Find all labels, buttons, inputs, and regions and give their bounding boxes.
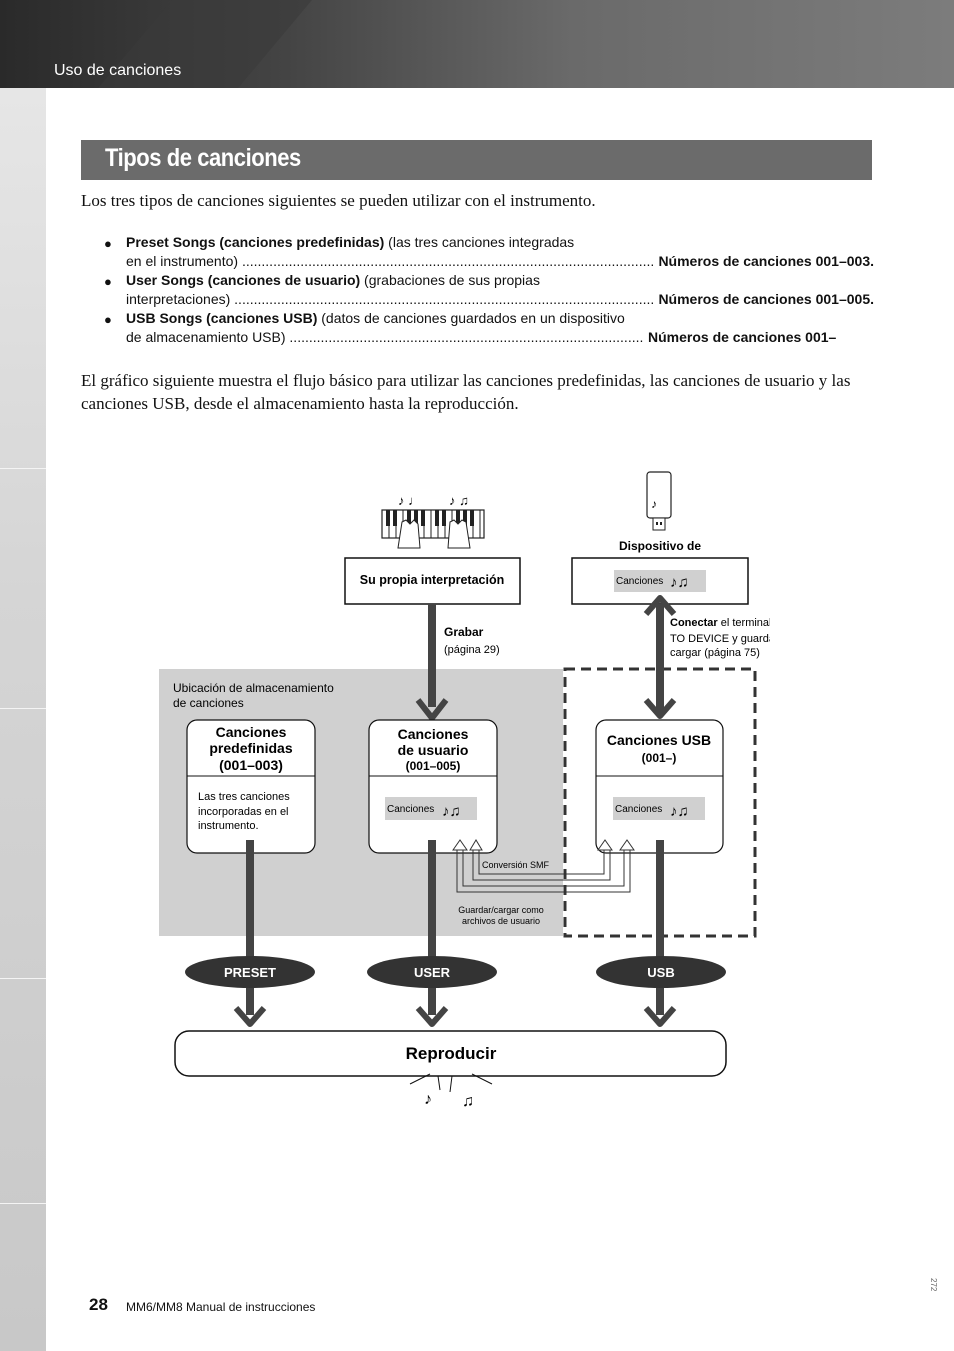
song-flow-diagram: Ubicación de almacenamiento de canciones… (150, 465, 770, 1115)
smf-conversion-label: Conversión SMF (482, 860, 550, 870)
preset-box-desc-2: incorporadas en el (198, 806, 289, 818)
usb-box-title: Canciones USB (607, 732, 711, 748)
side-code: 272 (929, 1278, 938, 1291)
usb-label: USB (647, 965, 674, 980)
section-title: Tipos de canciones (105, 144, 301, 173)
svg-text:♪ ♫: ♪ ♫ (449, 493, 469, 508)
user-box-title-2: de usuario (398, 742, 469, 758)
save-load-label-2: archivos de usuario (462, 916, 540, 926)
songs-tag-label: Canciones (615, 804, 662, 815)
own-performance-label: Su propia interpretación (360, 573, 504, 587)
manual-title: MM6/MM8 Manual de instrucciones (126, 1300, 315, 1314)
user-label: USER (414, 965, 451, 980)
list-item: ● User Songs (canciones de usuario) (gra… (104, 271, 874, 309)
item-description: (grabaciones de sus propias (360, 272, 540, 288)
preset-box-title: Canciones (216, 724, 287, 740)
user-box-range: (001–005) (406, 759, 461, 773)
user-box-title: Canciones (398, 726, 469, 742)
item-number-range: Números de canciones 001– (648, 328, 874, 347)
margin-divider (0, 1203, 46, 1204)
music-notes-icon: ♪♫ (442, 803, 461, 820)
item-description: (datos de canciones guardados en un disp… (317, 310, 624, 326)
preset-box-desc-3: instrumento. (198, 820, 259, 832)
connect-note-2: TO DEVICE y guardar/ (670, 633, 770, 645)
music-notes-icon: ♪ (424, 1091, 432, 1108)
arrowheads (236, 1008, 674, 1024)
page-number: 28 (89, 1295, 108, 1315)
item-description-cont: interpretaciones) (126, 290, 654, 309)
svg-text:♪ ♩: ♪ ♩ (398, 493, 421, 508)
preset-box-title-2: predefinidas (209, 740, 292, 756)
item-title: User Songs (canciones de usuario) (126, 272, 360, 288)
save-load-label: Guardar/cargar como (458, 905, 544, 915)
music-notes-icon: ♫ (462, 1093, 474, 1110)
item-number-range: Números de canciones 001–005. (658, 290, 874, 309)
usb-box-range: (001–) (642, 751, 677, 765)
bullet-icon: ● (104, 272, 112, 291)
record-arrow (418, 604, 446, 720)
preset-box-desc: Las tres canciones (198, 791, 290, 803)
list-item: ● USB Songs (canciones USB) (datos de ca… (104, 309, 874, 347)
item-description: (las tres canciones integradas (384, 234, 574, 250)
music-notes-icon: ♪♫ (670, 574, 689, 591)
chapter-label: Uso de canciones (54, 62, 181, 80)
songs-tag-label: Canciones (616, 576, 663, 587)
item-title: Preset Songs (canciones predefinidas) (126, 234, 384, 250)
intro-text: Los tres tipos de canciones siguientes s… (81, 189, 881, 212)
item-title: USB Songs (canciones USB) (126, 310, 317, 326)
record-page: (página 29) (444, 644, 500, 656)
song-types-list: ● Preset Songs (canciones predefinidas) … (104, 233, 874, 347)
page-header: Uso de canciones (0, 0, 954, 88)
item-description-cont: en el instrumento) (126, 252, 654, 271)
bullet-icon: ● (104, 234, 112, 253)
connect-note: Conectar el terminal USB (670, 617, 770, 629)
item-number-range: Números de canciones 001–003. (658, 252, 874, 271)
left-margin-band (0, 88, 46, 1351)
list-item: ● Preset Songs (canciones predefinidas) … (104, 233, 874, 271)
songs-tag-label: Canciones (387, 804, 434, 815)
record-label: Grabar (444, 625, 484, 639)
svg-text:♪: ♪ (651, 497, 657, 511)
preset-label: PRESET (224, 965, 276, 980)
storage-label: Ubicación de almacenamiento (173, 681, 334, 695)
connect-note-3: cargar (página 75) (670, 647, 760, 659)
music-notes-icon: ♪♫ (670, 803, 689, 820)
play-label: Reproducir (406, 1044, 497, 1063)
bullet-icon: ● (104, 310, 112, 329)
keyboard-icon: ♪ ♩ ♪ ♫ (382, 493, 484, 548)
preset-box-title-3: (001–003) (219, 757, 283, 773)
storage-label-2: de canciones (173, 696, 244, 710)
usb-drive-icon: ♪ (647, 472, 671, 530)
margin-divider (0, 978, 46, 979)
device-label: Dispositivo de (619, 539, 701, 553)
item-description-cont: de almacenamiento USB) (126, 328, 644, 347)
flow-paragraph: El gráfico siguiente muestra el flujo bá… (81, 369, 873, 415)
margin-divider (0, 468, 46, 469)
margin-divider (0, 708, 46, 709)
